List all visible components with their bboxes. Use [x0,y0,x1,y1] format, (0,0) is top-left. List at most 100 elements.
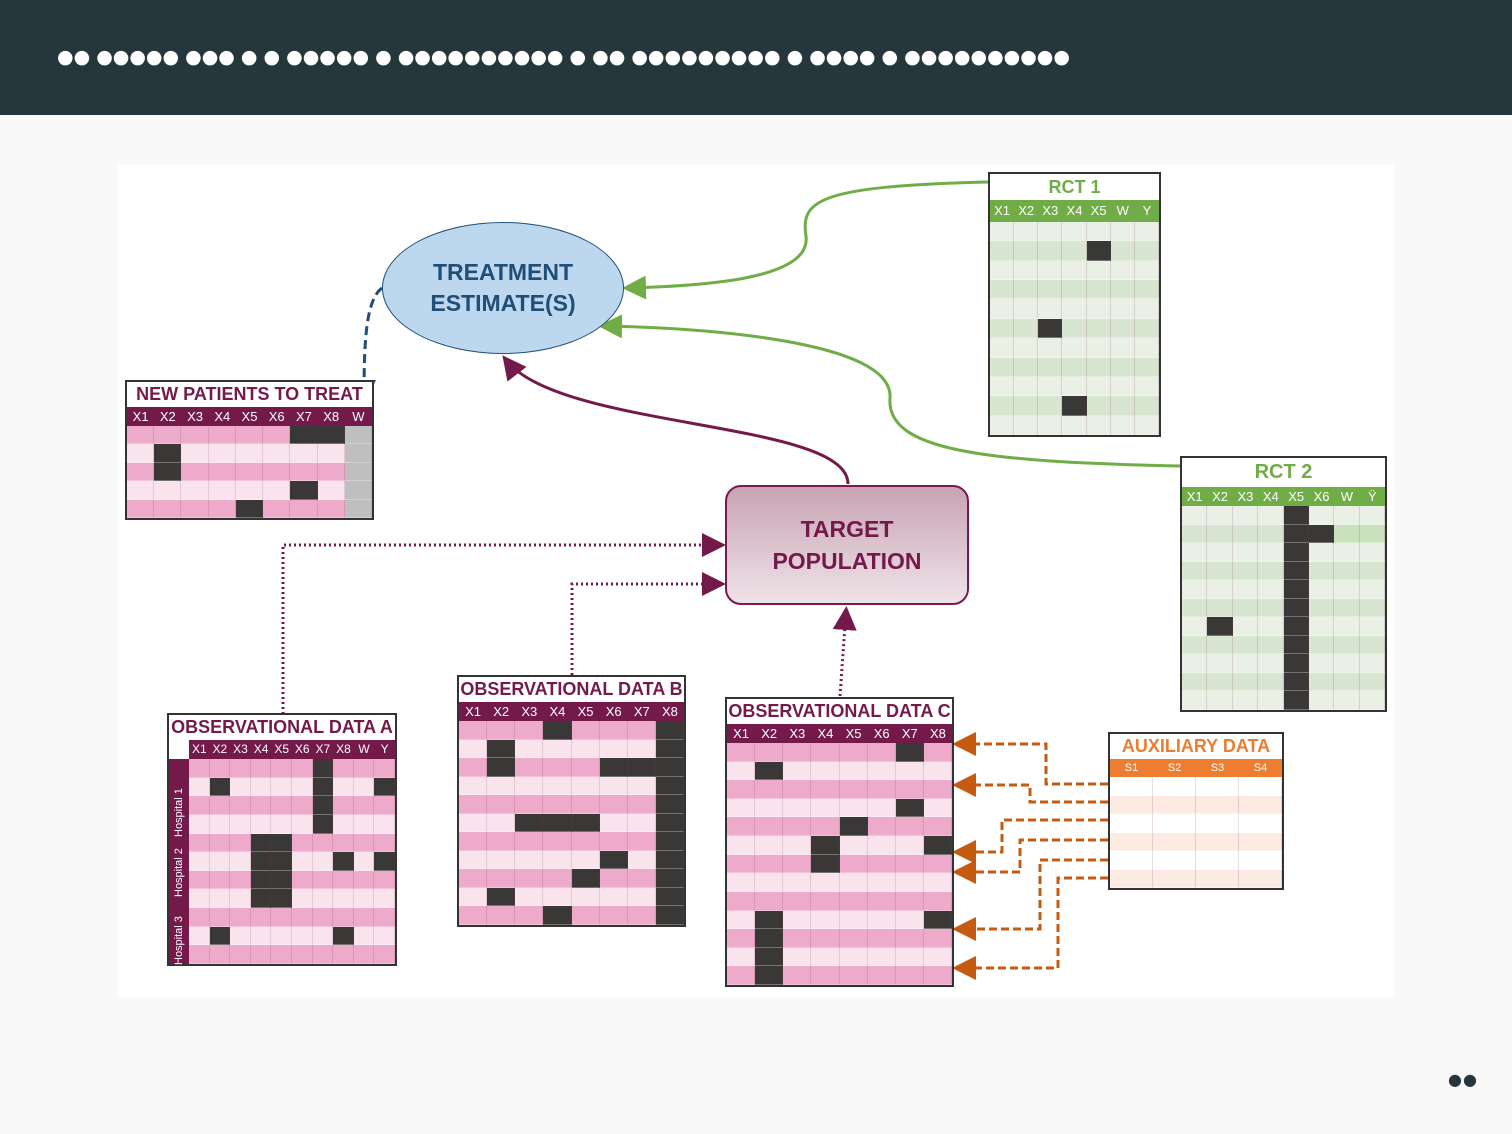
data-cell [627,869,656,888]
data-cell [571,850,600,870]
data-cell [783,780,812,799]
column-header: X7 [633,704,650,719]
data-cell [1334,524,1360,544]
data-cell [515,832,544,851]
data-cell [627,721,656,740]
data-cell [487,813,516,833]
data-cell [923,966,952,985]
data-cell [189,908,210,927]
data-cell [867,873,896,892]
data-cell [1359,561,1385,581]
data-cell [230,889,251,909]
data-cell [181,426,209,445]
column-header: Y [380,742,389,756]
table-title: AUXILIARY DATA [1121,736,1271,756]
data-cell [1232,617,1259,636]
data-cell [353,926,375,946]
data-cell [1086,222,1111,242]
missing-cell [1283,617,1309,636]
data-cell [208,499,236,518]
data-grid [1110,777,1282,888]
data-cell [154,499,182,518]
data-cell [374,870,395,890]
data-cell [209,852,231,871]
column-header: X4 [214,409,231,424]
data-cell [1062,241,1087,261]
data-cell [1110,869,1153,888]
data-cell [271,759,292,778]
column-header: X3 [521,704,538,719]
data-cell [250,759,272,778]
missing-cell [1283,506,1309,525]
data-cell [599,795,628,814]
data-cell [783,836,812,855]
data-cell [727,836,756,855]
missing-cell [1283,672,1309,692]
data-cell [317,481,345,500]
data-cell [811,929,840,948]
data-cell [127,444,155,463]
data-cell [990,299,1015,319]
data-cell [1182,506,1208,525]
data-cell [1334,580,1360,599]
data-cell [515,906,544,925]
data-cell [1134,299,1159,319]
data-cell [727,910,756,930]
data-cell [571,795,600,814]
data-cell [1038,396,1063,416]
column-header: W [1116,203,1129,218]
data-cell [867,966,896,985]
column-header: X1 [1186,489,1203,504]
data-cell [1014,357,1039,377]
treatment-estimates-node[interactable]: TREATMENT ESTIMATE(S) [382,222,624,354]
data-cell [189,759,210,778]
data-cell [811,947,840,967]
data-cell [895,891,924,911]
data-cell [333,833,354,853]
data-cell [292,945,313,964]
column-header: X3 [1042,203,1059,218]
data-cell [783,929,812,948]
data-cell [1207,654,1233,673]
data-cell [895,966,924,985]
data-cell [1110,280,1135,300]
data-cell [1110,415,1135,435]
data-cell [374,796,395,815]
missing-cell [543,721,572,740]
data-cell [230,945,251,964]
data-cell [374,814,395,834]
data-cell [627,739,656,759]
data-cell [755,743,784,762]
data-cell [181,444,209,463]
data-cell [1232,691,1259,710]
missing-cell [250,852,272,871]
data-cell [189,833,210,853]
data-cell [867,891,896,911]
data-cell [811,910,840,930]
data-cell [1110,851,1153,870]
data-cell [1359,691,1385,710]
data-cell [571,906,600,925]
data-cell [353,889,375,909]
data-cell [1014,415,1039,435]
data-cell [755,836,784,855]
data-grid [727,743,952,985]
data-cell [235,444,264,463]
missing-cell [599,850,628,870]
data-cell [839,836,868,855]
column-header: X3 [187,409,203,424]
target-population-node[interactable]: TARGET POPULATION [725,485,969,605]
missing-cell [755,929,784,948]
data-cell [1334,654,1360,673]
missing-cell [312,814,334,834]
data-cell [209,833,231,853]
missing-cell [1283,635,1309,655]
